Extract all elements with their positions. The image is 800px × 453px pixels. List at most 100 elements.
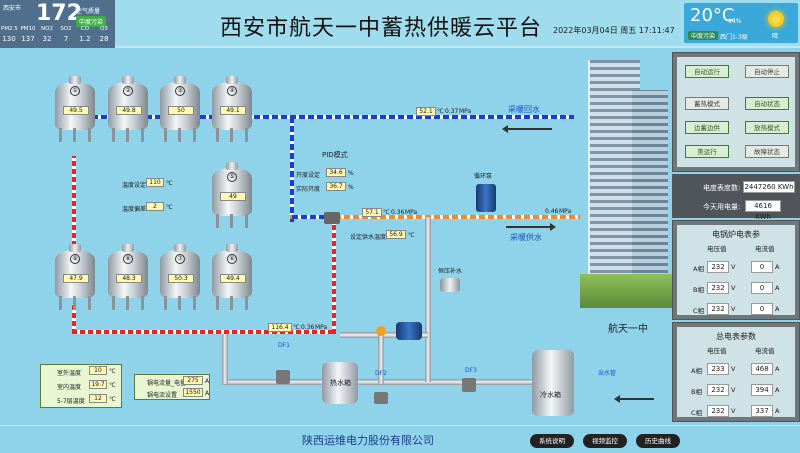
heat-mode-button[interactable]: 蓄热模式	[685, 97, 729, 110]
energy-today-label: 今天用电量:	[703, 203, 741, 211]
phase-label: B相	[693, 286, 704, 294]
supply-temp-value[interactable]: 56.9	[386, 230, 406, 239]
room-temp-label: 室外温度	[57, 370, 82, 377]
voltage-value: 232	[707, 261, 729, 273]
room-temp-box: 室外温度 10 ℃ 室内温度 19.7 ℃ 5-7层温度 12 ℃	[40, 364, 122, 408]
aqi-level-badge: 中度污染	[76, 16, 107, 27]
auto-stop-button[interactable]: 自动停止	[745, 65, 789, 78]
hot-water-tank	[322, 362, 358, 404]
datetime: 2022年03月04日 周五 17:11:47	[553, 26, 675, 35]
return-label: 采暖回水	[508, 105, 540, 114]
setpoint-label: 温度设定	[122, 182, 147, 189]
hot-pipe-right	[332, 224, 336, 334]
weather-wind: 西门1-3级	[720, 34, 748, 41]
room-temp-label: 5-7层温度	[57, 398, 85, 405]
phase-label: A相	[693, 265, 704, 273]
pollutant-name: SO2	[60, 26, 72, 32]
valve-df3-icon[interactable]	[462, 378, 476, 392]
return-press-unit: MPa	[459, 108, 472, 115]
page-title: 西安市航天一中蓄热供暖云平台	[220, 16, 543, 41]
current-col-header: 电流值	[755, 245, 775, 253]
room-temp-value: 19.7	[89, 380, 107, 389]
pollutant-name: O3	[100, 26, 108, 32]
pid-title: PID模式	[322, 151, 348, 159]
outlet-label: 出水管	[598, 370, 617, 377]
room-temp-label: 室内温度	[57, 384, 82, 391]
return-arrow-icon	[502, 125, 552, 133]
stop-run-button[interactable]: 美运行	[685, 145, 729, 158]
voltage-col-header: 电压值	[707, 347, 727, 355]
system-info-button[interactable]: 系统说明	[530, 434, 574, 448]
heat-while-supply-button[interactable]: 边蓄边供	[685, 121, 729, 134]
diff-value[interactable]: 2	[146, 202, 164, 211]
bottom-temp: 116.4	[268, 323, 292, 332]
supply-temp-label: 设定供水温度	[350, 234, 387, 241]
supply-press-unit: MPa	[559, 208, 572, 215]
school-building-image	[580, 60, 672, 308]
water-pipe-vertical	[222, 334, 228, 384]
return-pipe	[74, 115, 574, 119]
circulation-pump-icon[interactable]	[476, 184, 496, 212]
current-unit: A	[775, 407, 780, 415]
sun-icon	[768, 11, 784, 27]
current-unit: A	[775, 263, 780, 271]
supply-pipe	[290, 215, 580, 219]
boiler-meter-panel: 电锅炉电表参 电压值 电流值 A相 232 V 0 A B相 232 V 0 A…	[672, 220, 800, 320]
weather-aq-badge: 中度污染	[688, 31, 719, 40]
history-chart-button[interactable]: 历史曲线	[636, 434, 680, 448]
pollutant-value: 137	[21, 35, 35, 43]
current-unit: A	[775, 365, 780, 373]
phase-label: A相	[691, 367, 702, 375]
makeup-label: 恒压补水	[438, 268, 463, 275]
fault-state-indicator: 故障状态	[745, 145, 789, 158]
room-temp-value: 10	[89, 366, 107, 375]
setpoint-value[interactable]: 110	[146, 178, 164, 187]
heater-current-unit: A	[205, 390, 210, 397]
open-real-value: 36.7	[326, 182, 346, 191]
heater-current-box: 锅电流量_电量 275 A 锅电流设置 1550 A	[134, 374, 210, 400]
valve-df2-icon[interactable]	[374, 392, 388, 404]
makeup-pump-icon[interactable]	[396, 322, 422, 340]
header	[0, 0, 800, 48]
control-valve-icon[interactable]	[324, 212, 340, 224]
current-value: 0	[751, 282, 773, 294]
voltage-value: 232	[707, 405, 729, 417]
hot-tank-label: 热水箱	[330, 379, 351, 387]
open-real-label: 实际开度	[296, 186, 321, 193]
cold-tank-label: 冷水箱	[540, 391, 561, 399]
control-panel: 自动运行 自动停止 蓄热模式 自动状态 边蓄边供 放热模式 美运行 故障状态	[672, 52, 800, 172]
supply-arrow-icon	[506, 226, 552, 228]
building-label: 航天一中	[608, 324, 648, 335]
pollutant-value: 7	[63, 35, 69, 43]
current-unit: A	[775, 305, 780, 313]
mid-temp: 57.1	[362, 208, 382, 217]
total-meter-panel: 总电表参数 电压值 电流值 A相 233 V 468 A B相 232 V 39…	[672, 322, 800, 422]
heater-current-value[interactable]: 1550	[183, 388, 203, 397]
bottom-temp-unit: ℃	[293, 324, 300, 331]
valve-df1-icon[interactable]	[276, 370, 290, 384]
voltage-unit: V	[731, 305, 736, 313]
current-unit: A	[775, 386, 780, 394]
open-set-value[interactable]: 34.6	[326, 168, 346, 177]
room-temp-unit: ℃	[109, 396, 116, 403]
energy-total-label: 电度表度数:	[703, 184, 741, 192]
video-monitor-button[interactable]: 视频监控	[583, 434, 627, 448]
auto-state-indicator: 自动状态	[745, 97, 789, 110]
makeup-pipe	[425, 217, 431, 382]
supply-label: 采暖供水	[510, 233, 542, 242]
return-pipe-vertical	[290, 117, 294, 222]
weather-desc: 晴	[772, 33, 779, 40]
auto-run-button[interactable]: 自动运行	[685, 65, 729, 78]
release-mode-button[interactable]: 放热模式	[745, 121, 789, 134]
return-press: 0.37	[445, 108, 459, 115]
voltage-unit: V	[731, 365, 736, 373]
current-value: 468	[751, 363, 773, 375]
pressure-tank-icon	[440, 278, 460, 292]
cold-water-tank	[532, 350, 574, 416]
